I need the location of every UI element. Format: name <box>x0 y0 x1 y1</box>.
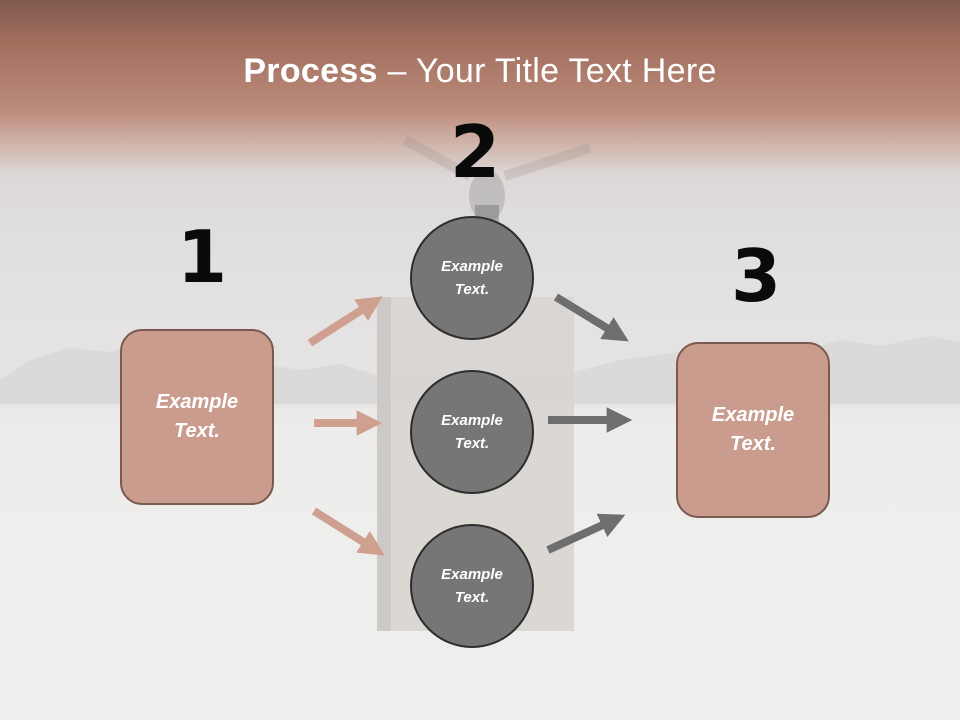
title-bold: Process <box>243 52 378 90</box>
step-number-3: 3 <box>731 234 782 318</box>
circle-bottom-text-line1: Example <box>441 566 503 583</box>
step-1-box: Example Text. <box>120 329 274 505</box>
circle-top-text-line2: Text. <box>454 281 490 298</box>
step-number-1: 1 <box>177 215 228 299</box>
figure-arms <box>402 135 592 181</box>
step-3-text-line1: Example <box>711 404 795 426</box>
circle-top: Example Text. <box>410 216 534 340</box>
step-3-box: Example Text. <box>676 342 830 518</box>
circle-middle-text-line1: Example <box>441 412 503 429</box>
circle-bottom-text-line2: Text. <box>454 589 490 606</box>
step-1-text-line1: Example <box>155 391 239 413</box>
pillar-shadow <box>377 297 391 631</box>
title-rest: – Your Title Text Here <box>377 52 717 90</box>
figure-silhouette <box>469 170 505 222</box>
step-3-text-line2: Text. <box>730 433 776 455</box>
circle-middle-text-line2: Text. <box>454 435 490 452</box>
circle-middle: Example Text. <box>410 370 534 494</box>
slide-title: Process – Your Title Text Here <box>0 52 960 91</box>
circle-top-text-line1: Example <box>441 258 503 275</box>
step-1-text-line2: Text. <box>174 420 220 442</box>
step-number-2: 2 <box>450 110 501 194</box>
circle-bottom: Example Text. <box>410 524 534 648</box>
